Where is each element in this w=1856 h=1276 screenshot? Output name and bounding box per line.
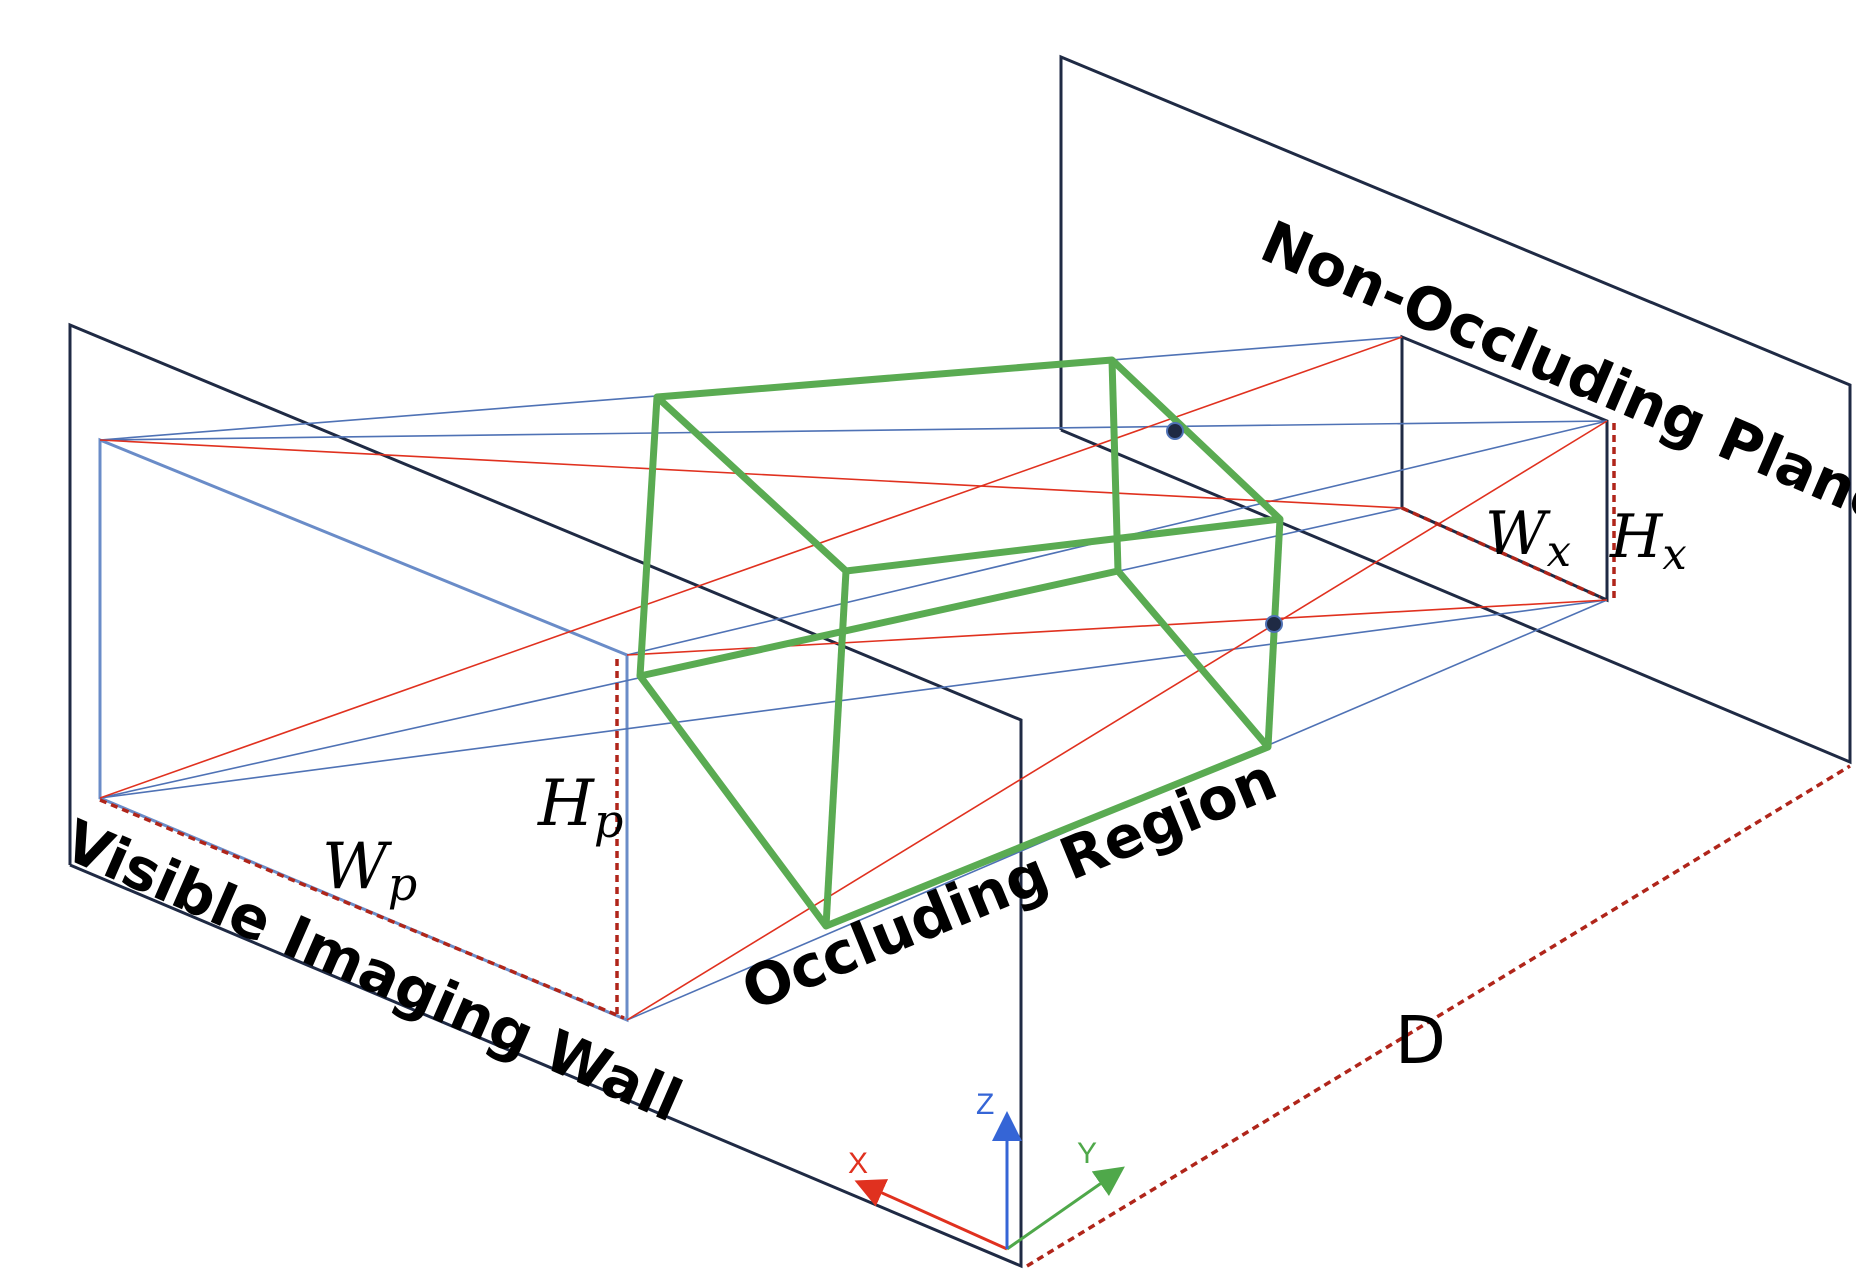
hp-label: Hp bbox=[537, 767, 623, 848]
hx-label: Hx bbox=[1609, 502, 1687, 580]
axis-x-arrow bbox=[854, 1179, 1008, 1251]
intersection-point bbox=[1265, 615, 1283, 633]
wx-label: Wx bbox=[1485, 499, 1571, 577]
axis-y-arrow bbox=[1006, 1166, 1125, 1251]
dimension-lines bbox=[99, 423, 1851, 1268]
visible-wall-frame bbox=[68, 322, 1023, 1269]
axis-x-label: X bbox=[848, 1147, 868, 1180]
non-occluding-plane-frame bbox=[1059, 54, 1852, 765]
non-occluding-plane-label: Non-Occluding Plane bbox=[1251, 207, 1856, 538]
occluder-box bbox=[636, 356, 1284, 930]
axis-y-label: Y bbox=[1077, 1137, 1097, 1170]
axis-z-label: Z bbox=[976, 1088, 994, 1121]
intersection-point bbox=[1166, 422, 1184, 440]
distance-label: D bbox=[1395, 1002, 1446, 1079]
red-light-rays bbox=[99, 336, 1608, 1021]
coordinate-axes: X Y Z bbox=[848, 1088, 1125, 1251]
wp-label: Wp bbox=[322, 830, 417, 911]
